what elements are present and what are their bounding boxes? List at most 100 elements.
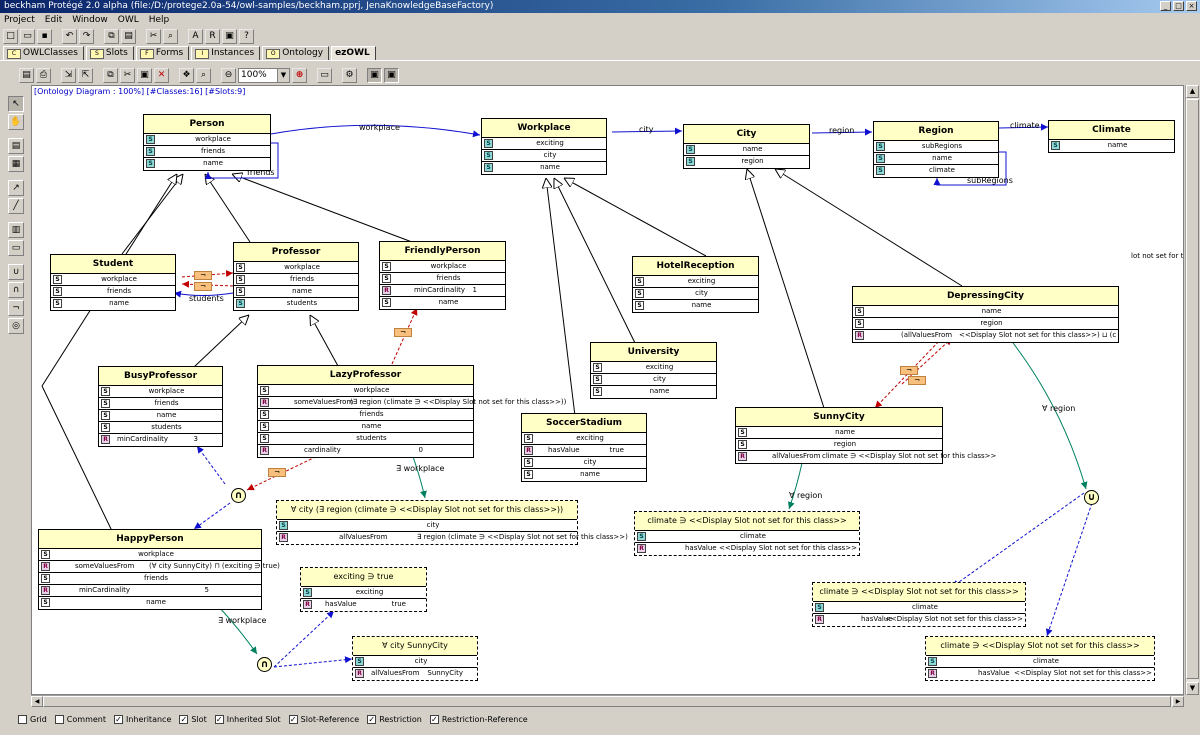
tab-owlclasses[interactable]: C OWLClasses — [3, 46, 84, 60]
zoom-select[interactable]: 100% ▼ — [238, 67, 290, 83]
scroll-up-icon[interactable]: ▲ — [1186, 85, 1199, 98]
comment-icon[interactable]: ▭ — [8, 240, 24, 256]
vertical-scrollbar[interactable]: ▲ ▼ — [1185, 85, 1199, 695]
checkbox-inherited-slot[interactable]: ✓Inherited Slot — [214, 714, 281, 724]
check-icon[interactable]: ✓ — [429, 714, 439, 724]
delete-icon[interactable]: ✕ — [154, 67, 169, 83]
help-icon[interactable]: ? — [239, 28, 254, 44]
tab-forms[interactable]: F Forms — [135, 46, 190, 60]
restriction-node[interactable]: climate ∋ <<Display Slot not set for thi… — [812, 582, 1026, 627]
horizontal-scrollbar[interactable]: ◀ ▶ — [31, 695, 1184, 707]
settings-icon[interactable]: ⚙ — [342, 67, 357, 83]
export-icon[interactable]: ⇱ — [78, 67, 93, 83]
find-icon[interactable]: ⌕ — [163, 28, 178, 44]
check-icon[interactable]: ✓ — [367, 714, 377, 724]
new-class-icon[interactable]: ▤ — [8, 138, 24, 154]
redo-icon[interactable]: ↷ — [79, 28, 94, 44]
tab-slots[interactable]: S Slots — [85, 46, 134, 60]
checkbox-slot[interactable]: ✓Slot — [179, 714, 207, 724]
one-of-icon[interactable]: ◎ — [8, 318, 24, 334]
intersection-icon[interactable]: ∩ — [8, 282, 24, 298]
tab-instances[interactable]: I Instances — [191, 46, 261, 60]
hand-pan-icon[interactable]: ✋ — [8, 114, 24, 130]
paste-icon[interactable]: ▤ — [121, 28, 136, 44]
complement-operator-node[interactable]: ¬ — [394, 328, 412, 337]
r-marker-button[interactable]: R — [205, 28, 220, 44]
union-operator-node[interactable]: ∪ — [1084, 490, 1099, 505]
zoom-fit-icon[interactable]: ⌕ — [196, 67, 211, 83]
maximize-button[interactable]: □ — [1173, 1, 1184, 11]
union-icon[interactable]: ∪ — [8, 264, 24, 280]
chevron-down-icon[interactable]: ▼ — [277, 68, 289, 82]
scroll-down-icon[interactable]: ▼ — [1186, 682, 1199, 695]
complement-operator-node[interactable]: ¬ — [900, 366, 918, 375]
cut-icon[interactable]: ✂ — [146, 28, 161, 44]
copy-icon[interactable]: ⧉ — [104, 28, 119, 44]
open-project-icon[interactable]: ▭ — [20, 28, 35, 44]
draw-line-icon[interactable]: ╱ — [8, 198, 24, 214]
scroll-right-icon[interactable]: ▶ — [1172, 696, 1184, 707]
minimize-button[interactable]: _ — [1160, 1, 1171, 11]
print-icon[interactable]: ⎙ — [36, 67, 51, 83]
restriction-node[interactable]: climate ∋ <<Display Slot not set for thi… — [925, 636, 1155, 681]
check-icon[interactable]: ✓ — [114, 714, 123, 724]
save-image-icon[interactable]: ▤ — [19, 67, 34, 83]
zoom-in-icon[interactable]: ⊕ — [292, 67, 307, 83]
complement-operator-node[interactable]: ¬ — [908, 376, 926, 385]
restriction-node[interactable]: ∀ city (∃ region (climate ∋ <<Display Sl… — [276, 500, 628, 545]
checkbox-comment[interactable]: Comment — [54, 714, 106, 724]
intersection-operator-node[interactable]: ∩ — [231, 488, 246, 503]
complement-operator-node[interactable]: ¬ — [194, 282, 212, 291]
menu-project[interactable]: Project — [4, 15, 35, 25]
view-mode-1-icon[interactable]: ▣ — [367, 67, 382, 83]
select-arrow-icon[interactable]: ↖ — [8, 96, 24, 112]
page-setup-icon[interactable]: ▭ — [317, 67, 332, 83]
layout-icon[interactable]: ❖ — [179, 67, 194, 83]
checkbox-slot-reference[interactable]: ✓Slot-Reference — [288, 714, 360, 724]
instance-icon[interactable]: ▥ — [8, 222, 24, 238]
check-icon[interactable]: ✓ — [288, 714, 298, 724]
complement-operator-node[interactable]: ¬ — [268, 468, 286, 477]
ontology-diagram-canvas[interactable]: [Ontology Diagram : 100%] [#Classes:16] … — [31, 85, 1184, 695]
checkbox-inheritance[interactable]: ✓Inheritance — [114, 714, 172, 724]
cut-node-icon[interactable]: ✂ — [120, 67, 135, 83]
scroll-thumb[interactable] — [43, 696, 1171, 707]
new-project-icon[interactable]: □ — [3, 28, 18, 44]
check-icon[interactable]: ✓ — [179, 714, 189, 724]
intersection-operator-node[interactable]: ∩ — [257, 657, 272, 672]
import-icon[interactable]: ⇲ — [61, 67, 76, 83]
restriction-node[interactable]: climate ∋ <<Display Slot not set for thi… — [634, 511, 860, 556]
save-project-icon[interactable]: ▪ — [37, 28, 52, 44]
new-restriction-icon[interactable]: ▦ — [8, 156, 24, 172]
view-mode-2-icon[interactable]: ▣ — [384, 67, 399, 83]
tab-ezowl[interactable]: ezOWL — [331, 46, 376, 60]
checkbox-restriction[interactable]: ✓Restriction — [367, 714, 422, 724]
box-icon[interactable]: ▣ — [222, 28, 237, 44]
checkbox-restriction-reference[interactable]: ✓Restriction-Reference — [429, 714, 528, 724]
complement-operator-node[interactable]: ¬ — [194, 271, 212, 280]
checkbox-grid[interactable]: Grid — [18, 714, 47, 724]
draw-arrow-icon[interactable]: ↗ — [8, 180, 24, 196]
menu-edit[interactable]: Edit — [44, 15, 63, 25]
complement-icon[interactable]: ¬ — [8, 300, 24, 316]
menu-window[interactable]: Window — [72, 15, 108, 25]
a-marker-button[interactable]: A — [188, 28, 203, 44]
copy-node-icon[interactable]: ⧉ — [103, 67, 118, 83]
tab-ontology[interactable]: O Ontology — [262, 46, 330, 60]
